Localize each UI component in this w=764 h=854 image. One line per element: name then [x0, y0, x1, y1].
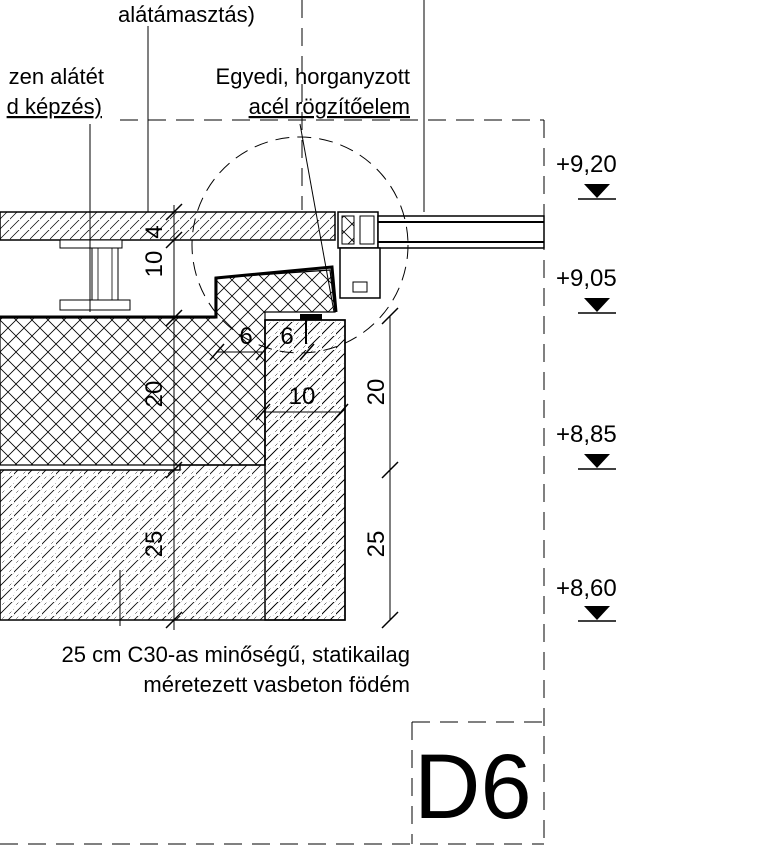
pedestal	[59, 239, 131, 311]
leader-lines	[89, 0, 425, 630]
level-value: +9,20	[556, 151, 617, 178]
dim-paving: 4	[141, 225, 168, 238]
detail-frame	[0, 0, 545, 845]
label-slab-line2: méretezett vasbeton födém	[143, 672, 410, 697]
dim-insulation-left: 20	[141, 381, 168, 408]
dimension-ticks	[165, 203, 399, 629]
concrete-upstand	[264, 319, 346, 621]
dim-right-lower: 25	[363, 531, 390, 558]
dim-slab-left: 25	[141, 531, 168, 558]
waterproof-membrane	[0, 265, 338, 319]
detail-id: D6	[414, 736, 532, 838]
label-anchor-line2: acél rögzítőelem	[249, 94, 410, 119]
detail-circle	[191, 136, 409, 354]
level-marker-3: +8,85	[556, 421, 617, 470]
label-slab-line1: 25 cm C30-as minőségű, statikailag	[62, 642, 411, 667]
dim-pedestal: 10	[141, 251, 168, 278]
window-frame	[337, 211, 545, 299]
label-pad-line1: zen alátét	[9, 64, 104, 89]
level-value: +9,05	[556, 265, 617, 292]
label-pad-line2: d képzés)	[7, 94, 102, 119]
dim-right-upper: 20	[363, 379, 390, 406]
dim-offset-b: 6	[280, 323, 293, 350]
level-marker-1: +9,20	[556, 151, 617, 200]
dim-offset-a: 6	[239, 323, 252, 350]
label-anchor-line1: Egyedi, horganyzott	[216, 64, 410, 89]
level-marker-2: +9,05	[556, 265, 617, 314]
level-value: +8,85	[556, 421, 617, 448]
steel-anchor	[300, 314, 322, 344]
level-value: +8,60	[556, 575, 617, 602]
dim-step: 10	[289, 383, 316, 410]
level-marker-4: +8,60	[556, 575, 617, 622]
paving-slab	[0, 211, 336, 241]
label-top-cut: szerkezet	[316, 0, 410, 3]
label-top-support: alátámasztás)	[118, 2, 255, 27]
